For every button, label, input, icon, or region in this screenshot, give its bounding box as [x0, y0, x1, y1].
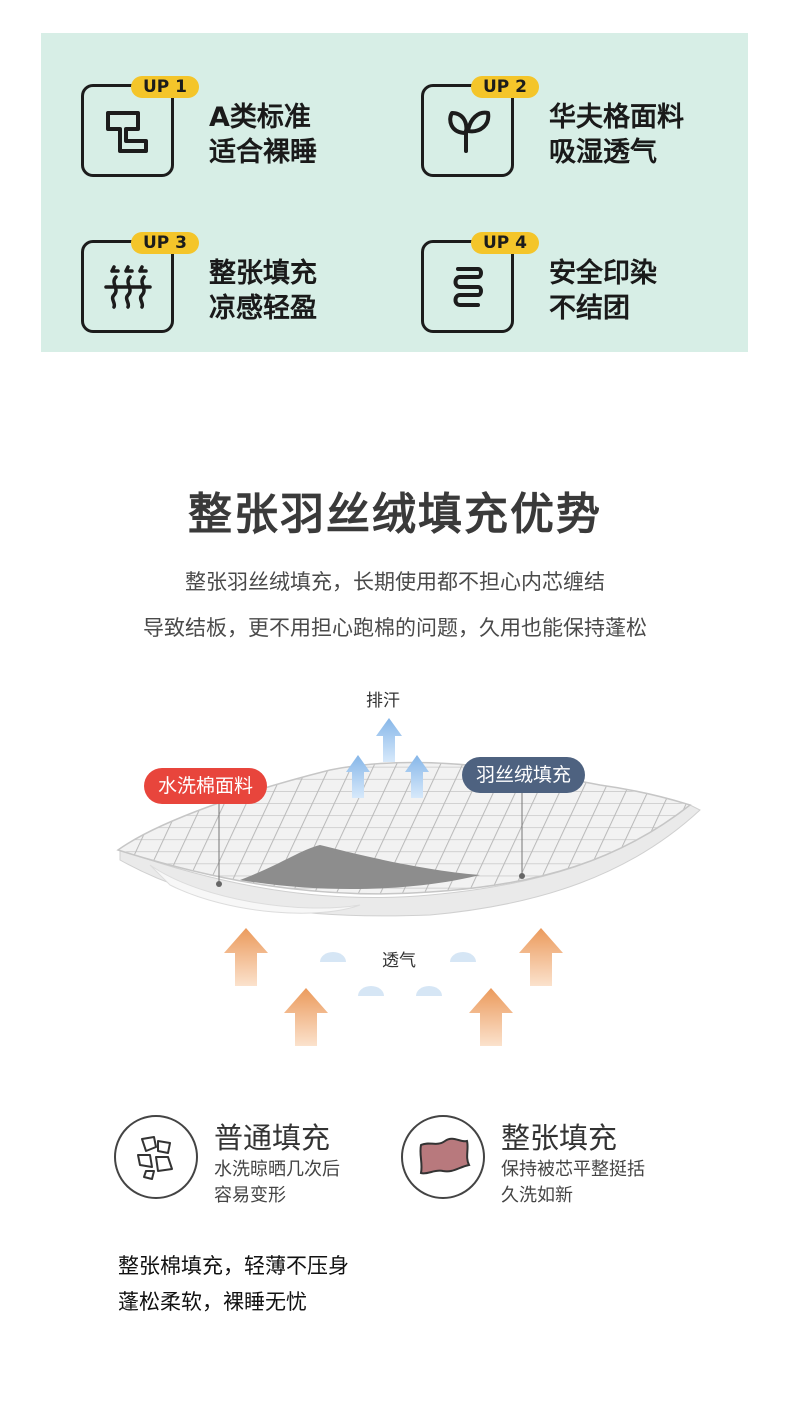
feature-text: 整张填充 凉感轻盈 — [209, 258, 317, 324]
badge-up4: UP 4 — [471, 232, 540, 254]
feature-text: 安全印染 不结团 — [549, 258, 657, 324]
filling-tag: 羽丝绒填充 — [462, 757, 586, 793]
airflow-icon — [320, 952, 476, 996]
comparison-title: 普通填充 — [214, 1121, 331, 1155]
breathable-label: 透气 — [382, 951, 416, 971]
feature-text: 华夫格面料 吸湿透气 — [549, 102, 684, 168]
comparison-title: 整张填充 — [501, 1121, 618, 1155]
quilt-diagram — [116, 718, 701, 1046]
section-subtitle-2: 导致结板，更不用担心跑棉的问题，久用也能保持蓬松 — [143, 616, 647, 640]
heat-waves-icon — [81, 240, 174, 333]
heat-arrow-icon — [519, 928, 563, 986]
sweat-arrow-icon — [346, 755, 370, 798]
broken-filling-icon — [114, 1115, 198, 1199]
whole-filling-icon — [401, 1115, 485, 1199]
footer-text: 整张棉填充，轻薄不压身 蓬松柔软，裸睡无忧 — [118, 1254, 349, 1314]
comparison-desc: 水洗晾晒几次后 容易变形 — [214, 1159, 340, 1206]
sweat-arrow-icon — [376, 718, 402, 762]
heat-arrow-icon — [284, 988, 328, 1046]
section-title: 整张羽丝绒填充优势 — [188, 489, 602, 540]
spring-icon — [421, 240, 514, 333]
badge-up2: UP 2 — [471, 76, 540, 98]
sweat-label: 排汗 — [366, 691, 400, 711]
fabric-swatch-icon — [81, 84, 174, 177]
feature-text: A类标准 适合裸睡 — [209, 102, 317, 168]
fabric-tag: 水洗棉面料 — [144, 768, 268, 804]
features-panel: UP 1 A类标准 适合裸睡 UP 2 华夫格面料 吸湿透气 — [41, 33, 748, 352]
comparison-desc: 保持被芯平整挺括 久洗如新 — [501, 1159, 645, 1206]
leaf-icon — [421, 84, 514, 177]
sweat-arrow-icon — [405, 755, 429, 798]
heat-arrow-icon — [469, 988, 513, 1046]
badge-up1: UP 1 — [131, 76, 200, 98]
heat-arrow-icon — [224, 928, 268, 986]
badge-up3: UP 3 — [131, 232, 200, 254]
section-subtitle-1: 整张羽丝绒填充，长期使用都不担心内芯缠结 — [185, 570, 605, 594]
